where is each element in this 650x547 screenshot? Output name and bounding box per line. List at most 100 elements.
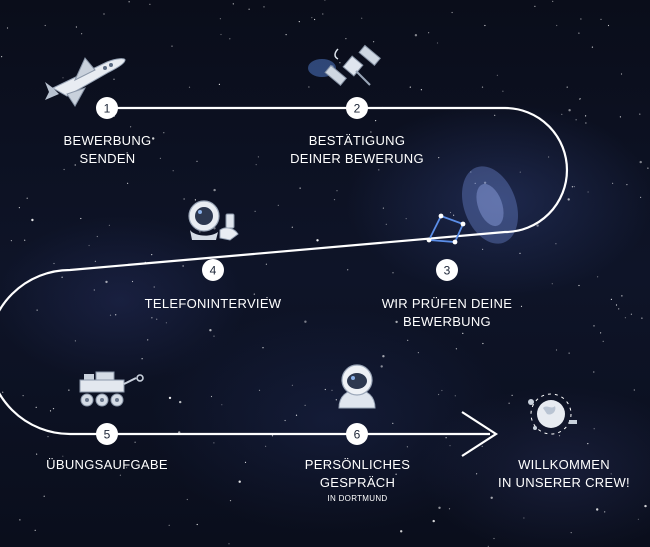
satellite-icon (324, 44, 381, 86)
star (462, 332, 464, 334)
star (308, 86, 310, 88)
star (49, 410, 52, 412)
step-2-label: BESTÄTIGUNG DEINER BEWERUNG (290, 133, 424, 166)
star (228, 543, 230, 545)
step-marker-6: 6 (346, 423, 368, 445)
star (405, 320, 407, 322)
star (451, 11, 453, 14)
star (47, 436, 49, 438)
star (291, 226, 293, 228)
star (619, 116, 622, 118)
star (34, 529, 36, 531)
star (448, 508, 451, 510)
star (213, 442, 215, 444)
star (428, 32, 430, 34)
star (347, 269, 349, 271)
step-6-sublabel: IN DORTMUND (327, 494, 388, 503)
step-1-label: BEWERBUNG SENDEN (63, 133, 152, 166)
star (593, 371, 595, 373)
star (600, 18, 602, 20)
star (454, 395, 456, 397)
star (382, 355, 385, 358)
star (253, 293, 255, 295)
star (449, 445, 451, 447)
star (324, 0, 326, 1)
star (183, 198, 185, 200)
star (134, 441, 136, 443)
star (335, 399, 337, 401)
star (26, 197, 28, 199)
star (438, 393, 440, 396)
star (490, 496, 493, 499)
star (380, 365, 383, 368)
star (229, 38, 231, 40)
star (441, 389, 443, 392)
star (587, 443, 589, 445)
star (599, 484, 601, 486)
star (257, 156, 259, 158)
star (600, 332, 602, 334)
step-5-label: ÜBUNGSAUFGABE (46, 457, 168, 472)
star (361, 17, 363, 19)
star (639, 160, 642, 164)
star (159, 157, 161, 159)
star (109, 314, 112, 316)
star (483, 181, 487, 184)
star (156, 318, 158, 320)
star (551, 283, 553, 285)
star (624, 317, 627, 319)
star (298, 21, 300, 23)
star (262, 347, 264, 349)
star (400, 530, 403, 533)
star (62, 455, 64, 457)
star (597, 478, 600, 480)
star (587, 191, 589, 193)
star (36, 309, 38, 311)
step-3-label: WIR PRÜFEN DEINE BEWERBUNG (381, 296, 513, 329)
star (567, 198, 570, 201)
star (52, 408, 55, 410)
star (61, 276, 63, 278)
star (126, 467, 128, 469)
star (284, 419, 286, 422)
star (213, 335, 215, 337)
star (432, 519, 435, 523)
star (508, 402, 510, 404)
star (639, 113, 641, 115)
planet-icon (528, 393, 577, 435)
star (393, 300, 396, 303)
star (555, 349, 558, 351)
star (438, 157, 440, 159)
step-number: 5 (104, 428, 111, 442)
star (163, 132, 165, 134)
star (130, 126, 132, 128)
star (35, 406, 37, 408)
star (640, 196, 642, 198)
star (481, 86, 484, 88)
star (314, 18, 316, 21)
star (229, 500, 232, 502)
star (414, 34, 418, 37)
star (182, 265, 184, 267)
star (637, 518, 640, 520)
star (345, 38, 347, 40)
star (220, 33, 222, 36)
star (493, 537, 495, 540)
star (244, 461, 247, 463)
star (238, 480, 241, 483)
star (331, 389, 333, 391)
star (453, 214, 455, 216)
star (575, 119, 577, 121)
star (291, 384, 293, 386)
star (147, 339, 149, 341)
star (271, 435, 274, 437)
star (199, 231, 201, 233)
star (285, 34, 287, 36)
star (561, 113, 563, 115)
star (417, 352, 419, 354)
star (265, 445, 267, 447)
star (74, 164, 76, 166)
star (392, 422, 394, 424)
